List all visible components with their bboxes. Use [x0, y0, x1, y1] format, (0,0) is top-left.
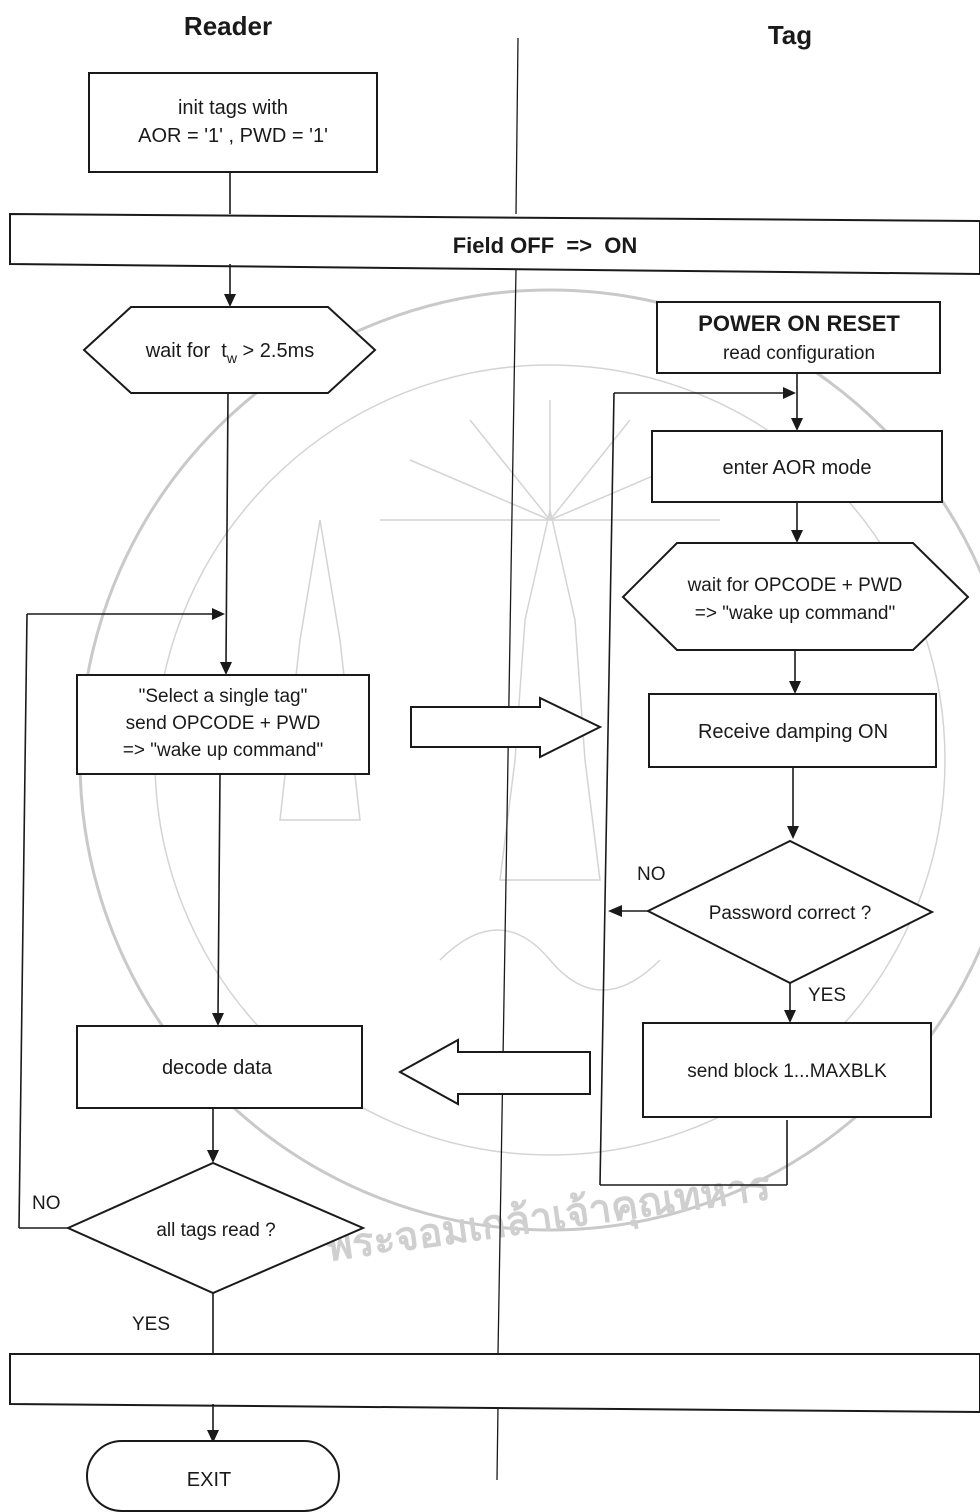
reader-no-label: NO: [32, 1193, 61, 1214]
wait-opcode-line-2: => "wake up command": [695, 603, 895, 624]
power-on-reset-sub: read configuration: [723, 343, 875, 364]
all-tags-read-label: all tags read ?: [156, 1220, 275, 1241]
all-tags-read-diamond: [65, 1161, 366, 1295]
field-off-on-label: Field OFF => ON: [453, 233, 638, 258]
power-on-reset-box: [656, 301, 941, 374]
receive-damping-box: [648, 693, 937, 768]
enter-aor-mode-box: [651, 430, 943, 503]
reader-yes-label: YES: [132, 1314, 170, 1335]
power-on-reset-title: POWER ON RESET: [698, 311, 900, 336]
enter-aor-mode-label: enter AOR mode: [723, 457, 872, 479]
select-single-tag-box: [76, 674, 370, 775]
init-tags-line-1: init tags with: [178, 97, 288, 119]
init-tags-box: [88, 72, 378, 173]
reply-to-reader-arrow: [397, 1038, 591, 1106]
exit-label: EXIT: [187, 1469, 231, 1491]
receive-damping-label: Receive damping ON: [698, 721, 888, 743]
wait-time-hexagon: [82, 306, 377, 394]
send-to-tag-arrow: [410, 696, 603, 759]
wait-opcode-line-1: wait for OPCODE + PWD: [687, 575, 903, 596]
reader-column-title: Reader: [184, 11, 272, 41]
wait-time-label: wait for tw > 2.5ms: [145, 340, 315, 366]
watermark-text: พระจอมเกล้าเจ้าคุณทหาร: [323, 1164, 774, 1273]
select-line-3: => "wake up command": [123, 740, 323, 761]
decode-data-label: decode data: [162, 1057, 273, 1079]
password-correct-label: Password correct ?: [709, 903, 872, 924]
init-tags-line-2: AOR = '1' , PWD = '1': [138, 125, 328, 147]
tag-yes-label: YES: [808, 985, 846, 1006]
tag-no-label: NO: [637, 864, 666, 885]
send-block-label: send block 1...MAXBLK: [687, 1061, 887, 1082]
wait-opcode-hexagon: [621, 542, 970, 651]
field-off-on-bar: [9, 212, 980, 276]
exit-terminator: [86, 1440, 340, 1512]
center-divider: [496, 37, 519, 1481]
send-block-box: [642, 1022, 932, 1118]
tag-column-title: Tag: [768, 20, 812, 50]
password-correct-diamond: [645, 839, 935, 985]
select-line-2: send OPCODE + PWD: [126, 713, 321, 734]
select-line-1: "Select a single tag": [139, 686, 308, 707]
field-off-bar: [9, 1353, 980, 1414]
decode-data-box: [76, 1025, 363, 1109]
